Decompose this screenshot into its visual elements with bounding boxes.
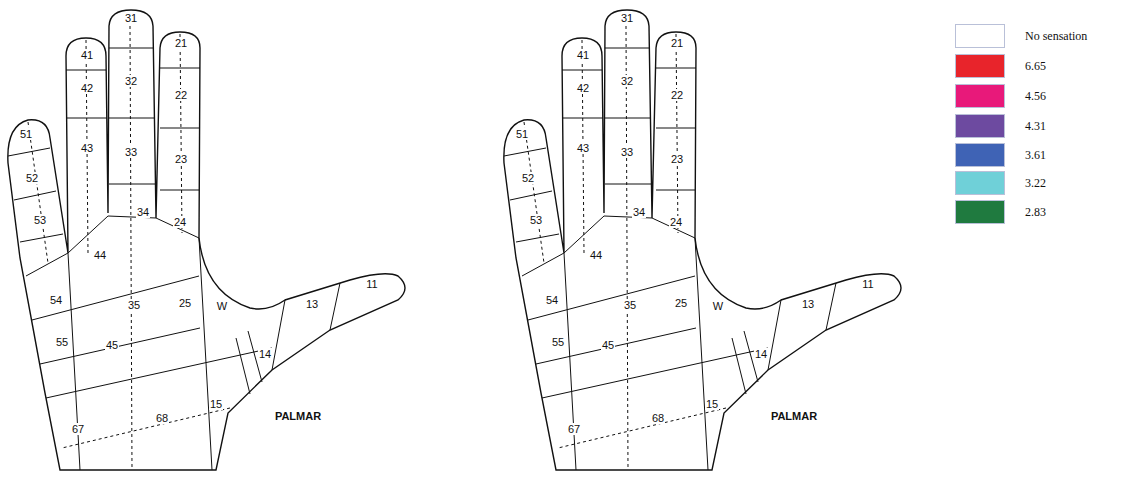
zone-number: 41 <box>80 49 94 61</box>
legend-swatch <box>955 200 1005 224</box>
legend-label: No sensation <box>1025 29 1087 44</box>
zone-number: 44 <box>589 249 603 261</box>
legend-swatch <box>955 84 1005 108</box>
legend-row: 4.56 <box>955 84 1135 110</box>
zone-number: 68 <box>651 412 665 424</box>
zone-number: 45 <box>601 339 615 351</box>
legend-swatch <box>955 114 1005 138</box>
legend-row: 3.61 <box>955 143 1135 169</box>
zone-number: 33 <box>620 146 634 158</box>
zone-number: 67 <box>71 423 85 435</box>
legend-label: 3.22 <box>1025 176 1046 191</box>
zone-number: 23 <box>174 153 188 165</box>
zone-number: 41 <box>576 49 590 61</box>
zone-number: 34 <box>136 206 150 218</box>
zone-number: 55 <box>55 336 69 348</box>
zone-number: 53 <box>33 214 47 226</box>
zone-number: 35 <box>127 299 141 311</box>
zone-number: 33 <box>124 146 138 158</box>
zone-number: 31 <box>124 12 138 24</box>
zone-number: 45 <box>105 339 119 351</box>
legend-label: 4.56 <box>1025 89 1046 104</box>
legend-row: 6.65 <box>955 54 1135 80</box>
view-label: PALMAR <box>274 410 322 422</box>
zone-number: 25 <box>674 297 688 309</box>
zone-number: 13 <box>305 298 319 310</box>
legend-swatch <box>955 143 1005 167</box>
zone-number: 51 <box>19 128 33 140</box>
left-hand <box>8 10 405 470</box>
zone-number: 32 <box>124 75 138 87</box>
zone-number: 31 <box>620 12 634 24</box>
legend-swatch <box>955 24 1005 48</box>
zone-number: 24 <box>173 216 187 228</box>
legend-label: 4.31 <box>1025 119 1046 134</box>
legend-label: 3.61 <box>1025 148 1046 163</box>
zone-number: 13 <box>801 298 815 310</box>
zone-number: 25 <box>178 297 192 309</box>
legend-label: 2.83 <box>1025 205 1046 220</box>
zone-number: 34 <box>632 206 646 218</box>
zone-number: 21 <box>670 37 684 49</box>
zone-number: 15 <box>209 398 223 410</box>
zone-number: 42 <box>576 82 590 94</box>
legend-row: 2.83 <box>955 200 1135 226</box>
zone-number: 24 <box>669 216 683 228</box>
legend-row: 3.22 <box>955 171 1135 197</box>
zone-number: 55 <box>551 336 565 348</box>
zone-number: 52 <box>25 172 39 184</box>
zone-number: 35 <box>623 299 637 311</box>
zone-number: 14 <box>754 348 768 360</box>
zone-number: 42 <box>80 82 94 94</box>
zone-number: 53 <box>529 214 543 226</box>
zone-number: 22 <box>174 89 188 101</box>
zone-number: 54 <box>545 294 559 306</box>
zone-number: 44 <box>93 249 107 261</box>
right-hand <box>504 10 901 470</box>
legend-swatch <box>955 171 1005 195</box>
view-label: PALMAR <box>770 410 818 422</box>
legend-swatch <box>955 54 1005 78</box>
zone-number: 23 <box>670 153 684 165</box>
legend-label: 6.65 <box>1025 59 1046 74</box>
zone-number: 43 <box>576 142 590 154</box>
legend-row: No sensation <box>955 24 1135 50</box>
zone-number: W <box>712 300 724 312</box>
zone-number: W <box>216 300 228 312</box>
zone-number: 52 <box>521 172 535 184</box>
zone-number: 32 <box>620 75 634 87</box>
zone-number: 21 <box>174 37 188 49</box>
zone-number: 11 <box>365 278 378 290</box>
zone-number: 54 <box>49 294 63 306</box>
zone-number: 11 <box>861 278 874 290</box>
legend-row: 4.31 <box>955 114 1135 140</box>
zone-number: 43 <box>80 142 94 154</box>
zone-number: 14 <box>258 348 272 360</box>
zone-number: 68 <box>155 412 169 424</box>
zone-number: 22 <box>670 89 684 101</box>
zone-number: 15 <box>705 398 719 410</box>
zone-number: 51 <box>515 128 529 140</box>
zone-number: 67 <box>567 423 581 435</box>
